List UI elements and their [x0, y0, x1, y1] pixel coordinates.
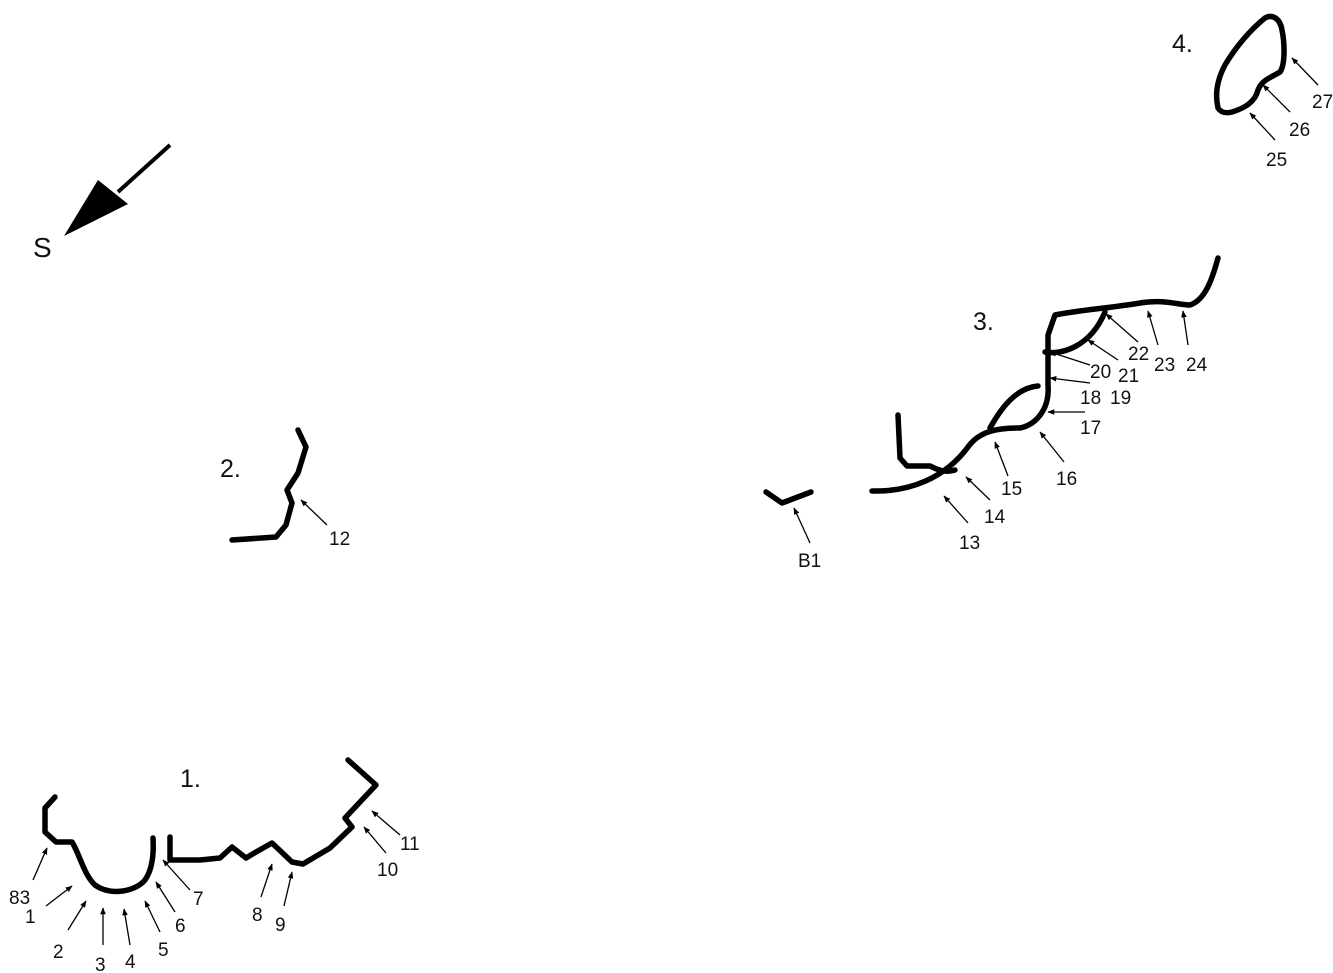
leader-6	[155, 881, 176, 913]
leader-10	[363, 826, 387, 854]
point-label-21: 21	[1118, 366, 1139, 387]
leader-9	[283, 871, 294, 907]
section-label-2: 2.	[220, 455, 241, 483]
section-4-contour	[1213, 13, 1287, 116]
point-label-14: 14	[984, 507, 1006, 528]
point-label-7: 7	[193, 889, 204, 910]
compass-arrow: S	[33, 143, 172, 263]
point-label-9: 9	[275, 915, 286, 936]
leader-16	[1039, 431, 1065, 463]
leader-1	[45, 885, 73, 907]
point-label-25: 25	[1266, 150, 1287, 171]
point-label-12: 12	[329, 529, 350, 550]
point-label-8: 8	[252, 905, 263, 926]
point-label-13: 13	[959, 533, 980, 554]
point-label-1: 1	[25, 907, 36, 928]
leader-22	[1105, 313, 1139, 343]
point-label-23: 23	[1154, 355, 1175, 376]
point-label-5: 5	[158, 940, 169, 961]
point-label-3: 3	[95, 955, 106, 973]
leader-18	[1049, 376, 1091, 384]
compass-arrow-shaft	[116, 143, 172, 194]
point-label-16: 16	[1056, 469, 1077, 490]
point-label-b1: B1	[798, 551, 821, 572]
leader-5	[144, 900, 161, 933]
point-label-22: 22	[1128, 344, 1149, 365]
point-label-17: 17	[1080, 418, 1101, 439]
section-label-1: 1.	[180, 765, 201, 793]
section-2-contour	[229, 427, 309, 543]
leader-25	[1249, 112, 1276, 141]
point-label-26: 26	[1289, 120, 1310, 141]
point-label-11: 11	[400, 834, 420, 855]
leader-8	[260, 863, 273, 898]
section-3-contour-main	[869, 255, 1221, 494]
point-label-27: 27	[1312, 92, 1333, 113]
leader-20	[1049, 351, 1091, 366]
leader-2	[67, 900, 87, 931]
point-labels: 83 1 2 3 4 5 6 7 8 9 10 11 12 13 14 15 1…	[9, 92, 1333, 973]
leader-83	[32, 847, 48, 881]
point-label-83: 83	[9, 888, 30, 909]
point-label-10: 10	[377, 860, 398, 881]
compass-label: S	[33, 232, 52, 263]
leader-21	[1087, 339, 1119, 361]
leader-11	[371, 810, 401, 836]
section-label-4: 4.	[1172, 30, 1193, 58]
leader-14	[965, 476, 991, 501]
section-1-contour-left	[42, 794, 156, 895]
compass-arrow-head	[64, 180, 128, 236]
leader-15	[994, 441, 1009, 477]
point-label-19: 19	[1110, 388, 1131, 409]
leader-23	[1147, 310, 1159, 346]
point-label-20: 20	[1090, 362, 1111, 383]
leader-13	[943, 495, 969, 524]
point-label-15: 15	[1001, 479, 1022, 500]
section-3-contour-left-hook	[895, 412, 958, 474]
point-label-6: 6	[175, 916, 186, 937]
leader-24	[1181, 310, 1189, 346]
b1-mark	[763, 489, 814, 506]
point-label-4: 4	[125, 952, 136, 973]
leader-7	[162, 859, 191, 891]
point-label-18: 18	[1080, 388, 1101, 409]
point-label-2: 2	[53, 942, 64, 963]
section-1-contour-right	[167, 757, 379, 867]
leader-arrows	[32, 57, 1319, 946]
section-1-profile	[42, 757, 379, 895]
leader-12	[300, 499, 328, 526]
leader-4	[122, 908, 131, 946]
point-label-24: 24	[1186, 355, 1208, 376]
section-3-contour-lower-loop	[987, 383, 1041, 431]
leader-27	[1291, 57, 1319, 86]
leader-b1	[793, 507, 811, 544]
leader-26	[1262, 84, 1291, 113]
section-label-3: 3.	[973, 308, 994, 336]
